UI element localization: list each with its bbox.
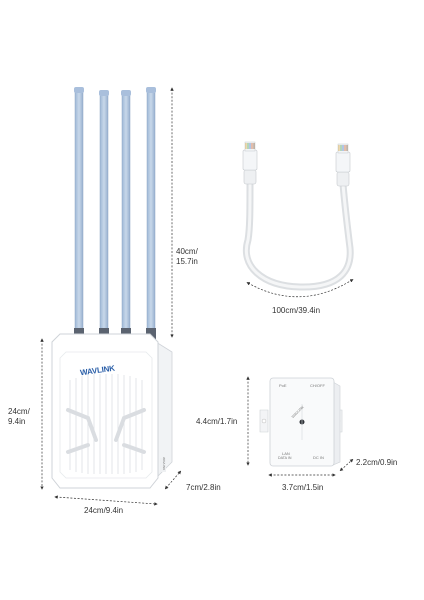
router-height-cm: 40cm/ xyxy=(176,247,198,256)
poe-lan-label: LAN xyxy=(282,451,290,456)
cable-length-arc xyxy=(246,279,354,298)
antenna-4 xyxy=(146,87,156,342)
router-body xyxy=(51,333,173,489)
antennas xyxy=(74,87,156,342)
cable-length-label: 100cm/39.4in xyxy=(272,306,321,315)
antenna-2 xyxy=(99,90,109,342)
poe-dimensions xyxy=(246,376,354,477)
poe-ch-label: CH/OFF xyxy=(310,383,325,388)
poe-dc-label: DC IN xyxy=(313,455,324,460)
rj45-connector-left xyxy=(242,141,258,185)
poe-port-label: PoE xyxy=(279,383,287,388)
ethernet-cable xyxy=(242,141,354,291)
poe-depth-label: 2.2cm/0.9in xyxy=(356,458,398,467)
router-dimensions xyxy=(40,87,182,506)
router-width-label: 24cm/9.4in xyxy=(84,506,124,515)
poe-lan-sub-label: DATA IN xyxy=(278,456,292,460)
poe-height-label: 4.4cm/1.7in xyxy=(196,417,238,426)
poe-width-label: 3.7cm/1.5in xyxy=(282,483,324,492)
antenna-3 xyxy=(121,90,131,342)
rj45-connector-right xyxy=(335,143,351,187)
router-depth-label: 7cm/2.8in xyxy=(186,483,221,492)
poe-injector xyxy=(259,377,343,467)
router-height-in: 15.7in xyxy=(176,257,198,266)
router-side-label: WAVLINK xyxy=(162,457,166,471)
router-body-height-cm: 24cm/ xyxy=(8,407,30,416)
antenna-1 xyxy=(74,87,84,342)
router-body-height-in: 9.4in xyxy=(8,417,26,426)
